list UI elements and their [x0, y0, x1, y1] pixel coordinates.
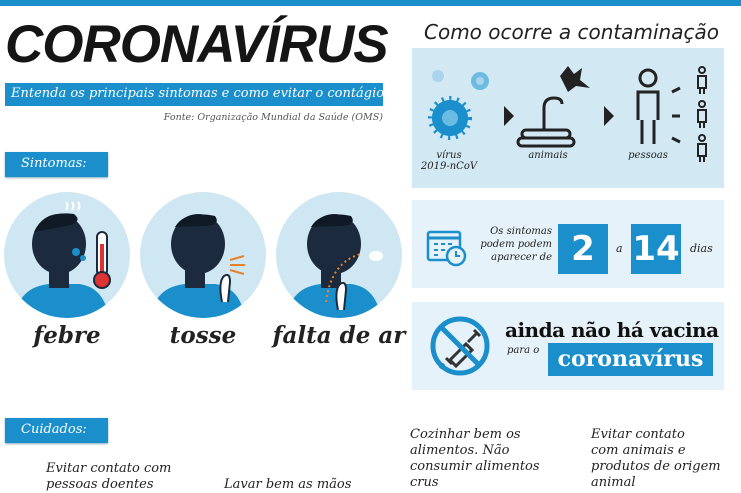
arrow-icon: [504, 106, 514, 126]
care-item-wash-hands: Lavar bem as mãos: [224, 477, 351, 493]
care-line: consumir alimentos: [410, 459, 540, 474]
page-title: CORONAVÍRUS: [5, 15, 389, 74]
care-line: Lavar bem as mãos: [224, 477, 352, 492]
text-line: Os sintomas: [490, 226, 552, 237]
care-line: pessoas doentes: [46, 477, 154, 492]
snake-icon: [516, 96, 576, 148]
incubation-max: 14: [631, 224, 681, 274]
person-icon: [636, 68, 660, 144]
virus-icon: [428, 70, 489, 140]
care-line: Evitar contato: [591, 427, 685, 442]
contamination-panel: vírus 2019-nCoV animais pessoas: [412, 48, 724, 188]
incubation-text: Os sintomas podem podem aparecer de: [476, 225, 552, 264]
care-line: com animais e: [591, 443, 686, 458]
incubation-unit: dias: [690, 242, 713, 255]
step-sublabel: 2019-nCoV: [420, 161, 478, 172]
symptom-label-breath: falta de ar: [272, 322, 406, 349]
care-line: animal: [591, 475, 636, 490]
incubation-min: 2: [558, 224, 608, 274]
top-accent-bar: [0, 0, 741, 6]
contamination-title: Como ocorre a contaminação: [424, 20, 719, 44]
symptoms-heading: Sintomas:: [5, 152, 108, 177]
step-virus: vírus 2019-nCoV: [418, 150, 480, 172]
step-label: vírus: [436, 150, 462, 161]
step-animals: animais: [528, 150, 568, 161]
cough-person-icon: [150, 214, 245, 318]
no-vaccine-icon: [430, 316, 490, 376]
vaccine-highlight: coronavírus: [548, 343, 713, 376]
vaccine-prefix: para o: [507, 345, 540, 356]
contamination-diagram: [428, 66, 707, 162]
care-line: produtos de origem: [591, 459, 721, 474]
care-line: Evitar contato com: [46, 461, 172, 476]
care-item-cook-food: Cozinhar bem os alimentos. Não consumir …: [410, 427, 540, 491]
calendar-clock-icon: [426, 230, 467, 267]
symptom-label-cough: tosse: [169, 322, 237, 349]
cough-illustration: [140, 192, 266, 318]
step-people: pessoas: [628, 150, 668, 161]
vaccine-headline: ainda não há vacina: [505, 318, 719, 342]
spread-arrows-icon: [671, 86, 681, 144]
fever-person-icon: [14, 201, 111, 318]
shortness-of-breath-illustration: [276, 192, 402, 318]
care-item-avoid-sick: Evitar contato com pessoas doentes: [46, 461, 171, 493]
care-line: crus: [410, 475, 439, 490]
subtitle-banner: Entenda os principais sintomas e como ev…: [5, 83, 384, 106]
symptom-label-fever: febre: [33, 322, 101, 349]
bat-icon: [560, 66, 590, 92]
arrow-icon: [604, 106, 614, 126]
care-item-avoid-animals: Evitar contato com animais e produtos de…: [591, 427, 721, 491]
care-heading: Cuidados:: [5, 418, 108, 443]
care-line: Cozinhar bem os: [410, 427, 521, 442]
care-line: alimentos. Não: [410, 443, 510, 458]
incubation-connector: a: [616, 242, 623, 255]
text-line: aparecer de: [491, 252, 552, 263]
text-line: podem podem: [480, 239, 552, 250]
fever-illustration: [4, 192, 130, 318]
people-icon: [697, 66, 707, 162]
source-note: Fonte: Organização Mundial da Saúde (OMS…: [163, 112, 383, 123]
breathless-person-icon: [286, 214, 383, 318]
